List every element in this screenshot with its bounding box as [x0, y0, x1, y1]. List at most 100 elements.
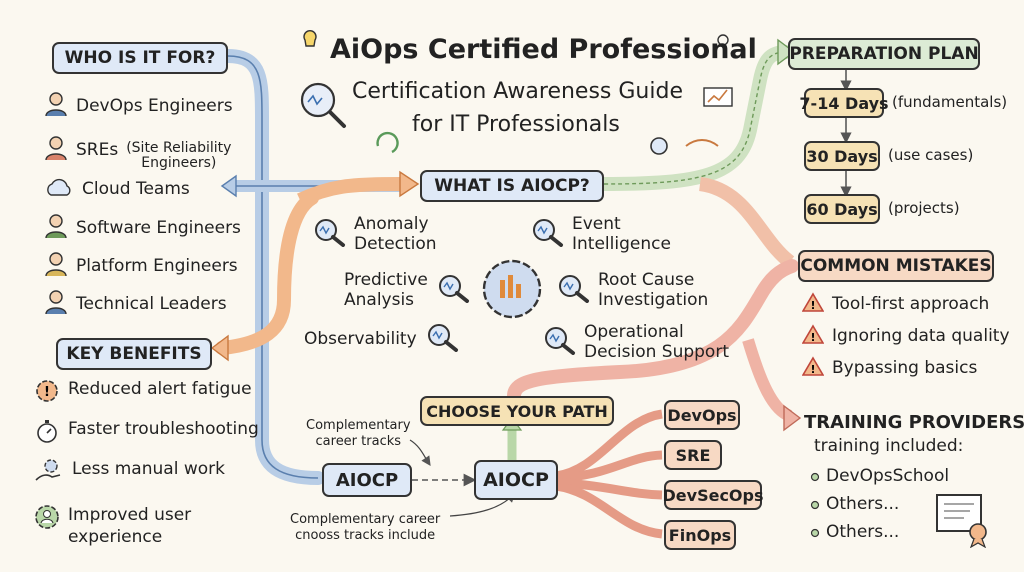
- feature-label-line1: Observability: [304, 329, 417, 349]
- mistake-label: Tool-first approach: [832, 294, 990, 314]
- feature-label-line2: Detection: [354, 234, 437, 254]
- training-label: Others...: [826, 494, 900, 514]
- note-bottom-line1: Complementary career: [290, 512, 441, 527]
- feature-label-line2: Investigation: [598, 290, 709, 310]
- benefit-item: Faster troubleshooting: [34, 418, 259, 448]
- plan-step-note: (projects): [888, 199, 960, 217]
- who-item: DevOps Engineers: [44, 91, 233, 121]
- benefit-item: ! Reduced alert fatigue: [34, 378, 252, 408]
- magnifier-icon: [425, 322, 459, 356]
- who-item: Cloud Teams: [44, 176, 190, 202]
- who-item: Platform Engineers: [44, 251, 238, 281]
- benefit-label-line1: Faster troubleshooting: [68, 419, 259, 439]
- benefit-item-label: Less manual work: [72, 458, 225, 480]
- bullet-icon: [810, 467, 820, 486]
- benefit-label-line1: Less manual work: [72, 459, 225, 479]
- who-item-label: Cloud Teams: [82, 179, 190, 199]
- mistakes-heading: COMMON MISTAKES: [798, 250, 994, 282]
- svg-text:!: !: [810, 363, 815, 376]
- mistake-item: ! Tool-first approach: [801, 292, 990, 316]
- person-icon: [44, 213, 68, 243]
- note-top-line1: Complementary: [306, 418, 411, 433]
- who-item-note-line2: Engineers): [141, 155, 217, 171]
- bullet-icon: [810, 495, 820, 514]
- user-gear-icon: [34, 504, 60, 534]
- track-box: FinOps: [664, 520, 736, 550]
- feature-label-line1: Anomaly: [354, 214, 429, 234]
- note-top: Complementary career tracks: [306, 418, 411, 450]
- mistake-label: Ignoring data quality: [832, 326, 1010, 346]
- note-bottom-line2: cnooss tracks include: [295, 528, 436, 543]
- who-item: Technical Leaders: [44, 289, 227, 319]
- aiocp-node-left: AIOCP: [322, 463, 412, 497]
- track-box: SRE: [664, 440, 722, 470]
- arrow-to-benefits: [215, 191, 319, 355]
- note-bottom: Complementary career cnooss tracks inclu…: [290, 512, 440, 544]
- plan-step: 7-14 Days: [799, 88, 889, 118]
- plan-step-note: (fundamentals): [892, 93, 1008, 111]
- mistake-label: Bypassing basics: [832, 358, 978, 378]
- plan-heading: PREPARATION PLAN: [788, 38, 980, 70]
- who-item-label: Technical Leaders: [76, 294, 227, 314]
- magnifier-icon: [436, 273, 470, 307]
- hand-gear-icon: [34, 458, 64, 488]
- who-item-label: DevOps Engineers: [76, 96, 233, 116]
- plan-step-note: (use cases): [888, 146, 974, 164]
- who-item-label: SREs: [76, 140, 119, 160]
- warning-icon: !: [801, 356, 825, 380]
- feature-label-line1: Predictive: [344, 270, 428, 290]
- bullet-icon: [810, 523, 820, 542]
- feature-label-line1: Event: [572, 214, 621, 234]
- arrow-to-training: [742, 338, 793, 422]
- arrow-to-plan: [597, 45, 793, 191]
- aiocp-node-right: AIOCP: [474, 460, 558, 500]
- alert-gear-icon: !: [34, 378, 60, 408]
- who-item: Software Engineers: [44, 213, 241, 243]
- who-item-note-line1: (Site Reliability: [126, 140, 232, 156]
- feature-label-line2: Decision Support: [584, 342, 729, 362]
- who-item-label: Software Engineers: [76, 218, 241, 238]
- stopwatch-icon: [34, 418, 60, 448]
- benefit-item-label: Reduced alert fatigue: [68, 378, 252, 400]
- track-box: DevOps: [664, 400, 740, 430]
- feature-item: Observability: [304, 322, 459, 356]
- certificate-icon: [936, 494, 987, 548]
- benefit-label-line2: experience: [68, 527, 163, 547]
- svg-text:!: !: [810, 331, 815, 344]
- magnifier-icon: [556, 273, 590, 307]
- arrow-path-to-mistakes: [507, 259, 799, 403]
- training-subheading: training included:: [814, 436, 964, 456]
- benefits-heading: KEY BENEFITS: [56, 338, 212, 370]
- svg-text:!: !: [44, 385, 50, 400]
- note-top-line2: career tracks: [315, 434, 402, 449]
- arrow-to-mistakes: [698, 177, 795, 268]
- training-item: Others...: [810, 494, 899, 514]
- plan-step: 60 Days: [804, 194, 880, 224]
- path-heading: CHOOSE YOUR PATH: [420, 396, 614, 426]
- benefit-label-line1: Reduced alert fatigue: [68, 379, 252, 399]
- cloud-icon: [44, 176, 74, 202]
- mistake-item: ! Ignoring data quality: [801, 324, 1010, 348]
- person-icon: [44, 91, 68, 121]
- person-icon: [44, 289, 68, 319]
- svg-text:!: !: [810, 299, 815, 312]
- page-subtitle-line2: for IT Professionals: [412, 112, 620, 137]
- who-item-label: Platform Engineers: [76, 256, 238, 276]
- magnifier-icon: [312, 217, 346, 251]
- magnifier-icon: [530, 217, 564, 251]
- who-heading: WHO IS IT FOR?: [52, 42, 228, 74]
- arrow-who-to-aiocp: [221, 49, 325, 485]
- page-title: AiOps Certified Professional: [330, 34, 757, 65]
- person-icon: [44, 251, 68, 281]
